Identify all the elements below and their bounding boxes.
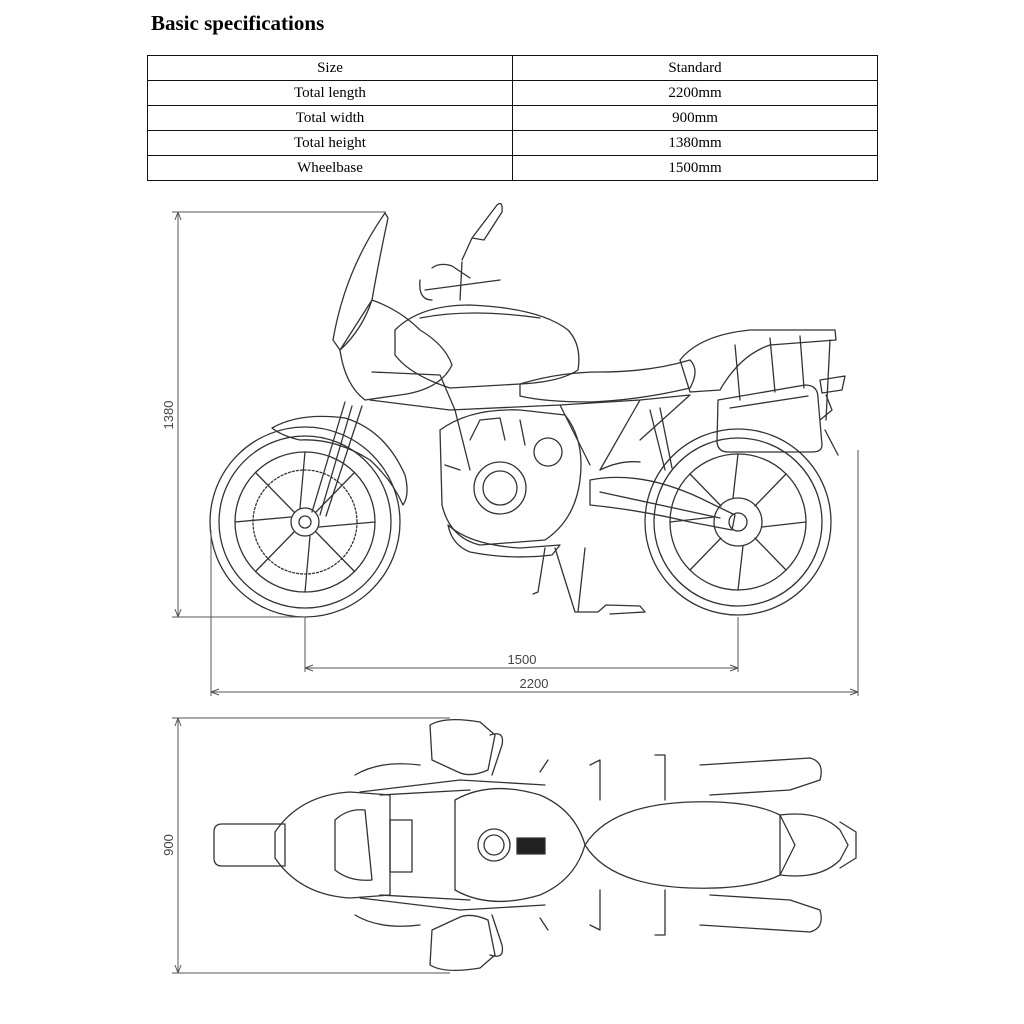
mirror (459, 202, 503, 301)
rear-plate-holder (819, 375, 846, 421)
front-fork (311, 401, 363, 517)
handlebar (419, 263, 501, 301)
motorcycle-top-view (213, 718, 857, 972)
height-dimension-label: 1380 (161, 401, 176, 430)
table-row: Wheelbase 1500mm (147, 155, 878, 181)
length-dimension-label: 2200 (520, 676, 549, 691)
rear-tail-top (779, 813, 849, 877)
front-fairing-top (274, 791, 391, 899)
skid-plate (447, 524, 561, 558)
side-dimension-lines (172, 211, 859, 696)
wheelbase-dimension-label: 1500 (508, 652, 537, 667)
rear-tail (679, 329, 837, 393)
center-stand (554, 547, 646, 615)
side-stand (532, 547, 546, 595)
front-tire-top (213, 823, 286, 867)
seat-top (584, 801, 796, 889)
frame (369, 371, 691, 471)
left-pannier-rail (699, 757, 822, 796)
table-header-row: Size Standard (147, 55, 878, 81)
table-cell: Wheelbase (147, 155, 513, 181)
top-dimension-lines (172, 717, 450, 974)
specifications-table: Size Standard Total length 2200mm Total … (147, 55, 878, 181)
windscreen (332, 212, 389, 351)
table-cell: 1500mm (512, 155, 878, 181)
swingarm (589, 476, 736, 531)
table-cell: Total length (147, 80, 513, 106)
table-cell: 900mm (512, 105, 878, 131)
front-fairing (339, 299, 453, 401)
fuel-tank (394, 304, 580, 389)
rear-shock (649, 407, 673, 471)
table-row: Total width 900mm (147, 105, 878, 131)
dashboard-top (389, 819, 413, 873)
table-row: Total height 1380mm (147, 130, 878, 156)
table-header-cell: Size (147, 55, 513, 81)
left-handguard (429, 718, 496, 776)
front-fender (271, 415, 408, 506)
table-cell: Total width (147, 105, 513, 131)
seat (519, 359, 696, 403)
right-handguard (429, 914, 496, 972)
front-wheel (209, 426, 401, 618)
rear-wheel (644, 428, 832, 616)
right-pannier-rail (699, 894, 822, 933)
motorcycle-side-view (209, 202, 846, 618)
engine (439, 409, 582, 546)
table-cell: Total height (147, 130, 513, 156)
side-pannier (716, 384, 823, 453)
width-dimension-label: 900 (161, 834, 176, 856)
page-title: Basic specifications (151, 11, 325, 35)
